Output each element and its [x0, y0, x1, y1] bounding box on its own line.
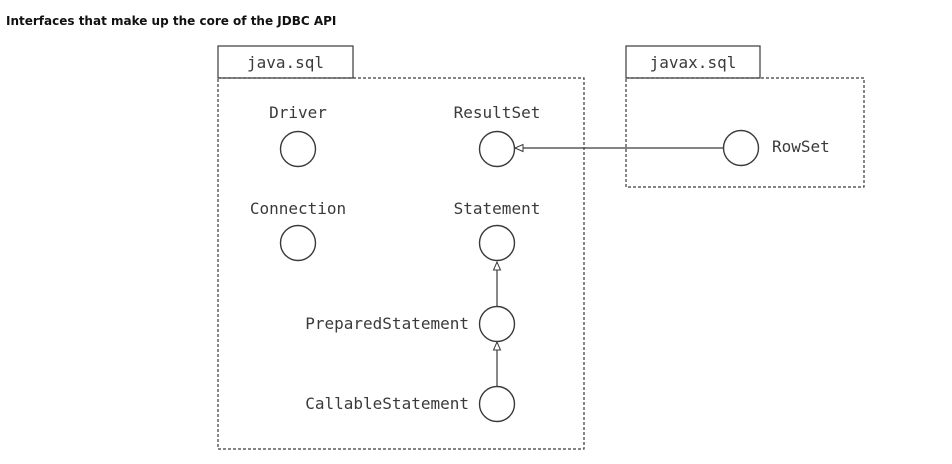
- interface-resultset-circle: [478, 130, 516, 168]
- interface-callablestatement-label: CallableStatement: [305, 394, 469, 413]
- package-name-java-sql: java.sql: [247, 53, 324, 72]
- interface-connection-label: Connection: [250, 199, 346, 218]
- package-body-java-sql: [217, 77, 585, 450]
- interface-statement-label: Statement: [454, 199, 541, 218]
- interface-callablestatement: CallableStatement: [305, 385, 516, 423]
- interface-resultset-label: ResultSet: [454, 103, 541, 122]
- interface-preparedstatement: PreparedStatement: [305, 305, 516, 343]
- interface-resultset: ResultSet: [454, 103, 541, 168]
- interface-preparedstatement-label: PreparedStatement: [305, 314, 469, 333]
- diagram-caption: Interfaces that make up the core of the …: [6, 14, 337, 28]
- interface-driver: Driver: [269, 103, 327, 168]
- package-tab-java-sql: [217, 45, 354, 79]
- interface-connection-circle: [279, 224, 317, 262]
- interface-connection: Connection: [250, 199, 346, 262]
- interface-callablestatement-circle: [478, 385, 516, 423]
- package-java-sql: java.sql: [217, 45, 585, 450]
- package-body-javax-sql: [625, 77, 865, 188]
- interface-rowset-circle: [722, 129, 760, 167]
- interface-driver-label: Driver: [269, 103, 327, 122]
- interface-statement: Statement: [454, 199, 541, 262]
- interface-rowset-label: RowSet: [772, 137, 830, 156]
- interface-driver-circle: [279, 130, 317, 168]
- interface-statement-circle: [478, 224, 516, 262]
- package-javax-sql: javax.sql: [625, 45, 865, 188]
- package-name-javax-sql: javax.sql: [650, 53, 737, 72]
- interface-rowset: RowSet: [722, 129, 830, 167]
- interface-preparedstatement-circle: [478, 305, 516, 343]
